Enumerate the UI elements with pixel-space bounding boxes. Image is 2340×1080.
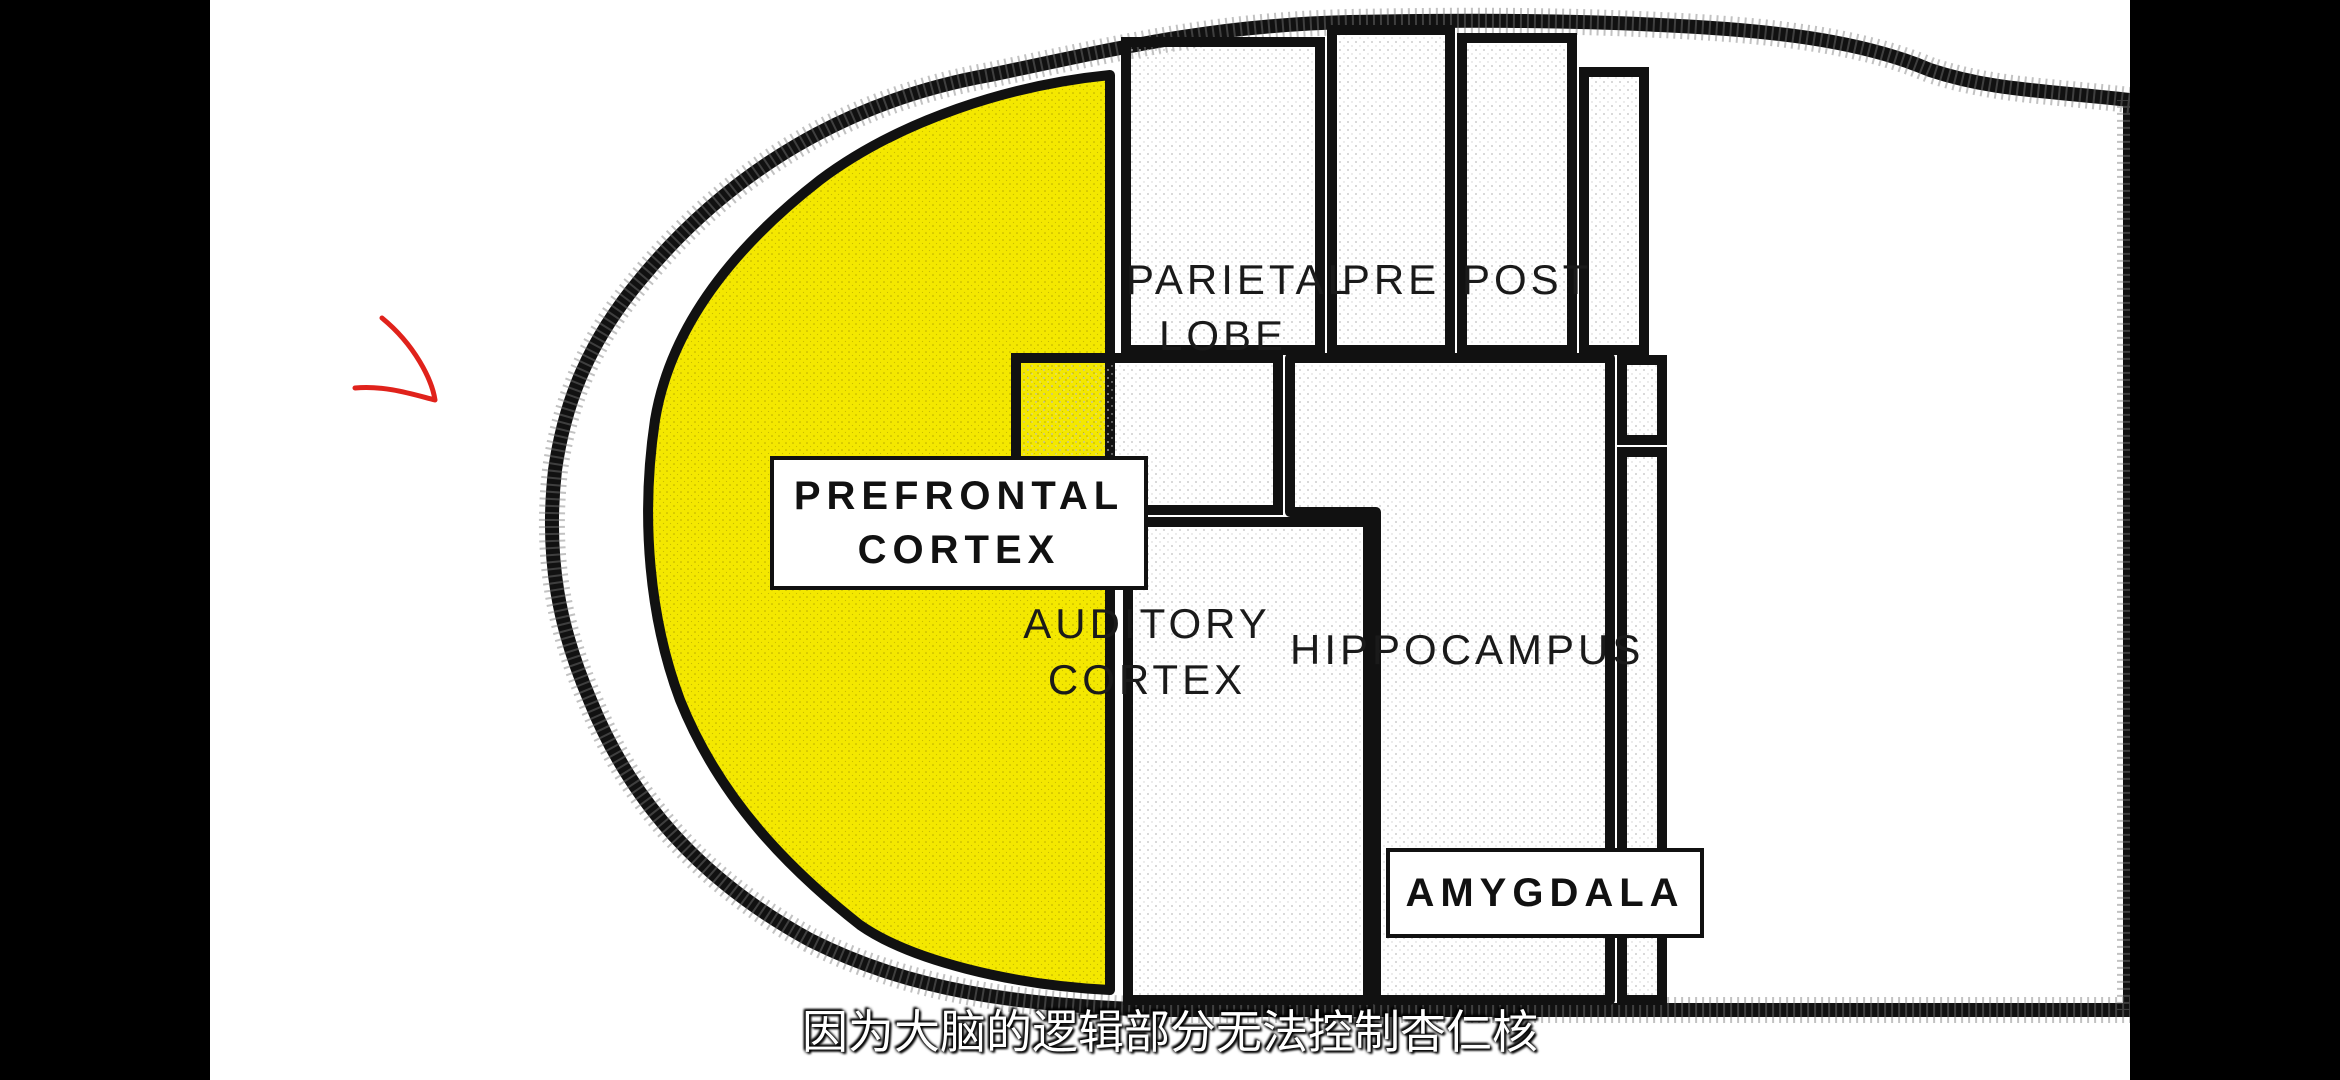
hippocampus-label: HIPPOCAMPUS — [1290, 626, 1645, 673]
annotation-check-mark — [352, 315, 438, 403]
amygdala-label: AMYGDALA — [1386, 848, 1704, 938]
parietal-lobe-region — [1121, 37, 1325, 355]
hippocampus-region — [1285, 353, 1615, 1005]
post-region — [1457, 33, 1577, 355]
pre-region — [1327, 25, 1455, 355]
pre-label: PRE — [1341, 256, 1441, 303]
right-edge-region-top — [1579, 67, 1649, 355]
prefrontal-cortex-label: PREFRONTAL CORTEX — [770, 456, 1148, 590]
amygdala-region — [1123, 517, 1373, 1005]
auditory-cortex-label: AUDITORY CORTEX — [1023, 600, 1271, 703]
right-edge-region-mid — [1617, 355, 1667, 445]
parietal-lobe-label: PARIETAL LOBE — [1126, 256, 1355, 359]
video-frame: PARIETAL LOBE PRE POST AUDITORY CORTEX H… — [210, 0, 2130, 1080]
brain-diagram — [352, 7, 2130, 1023]
video-subtitle: 因为大脑的逻辑部分无法控制杏仁核 — [802, 1005, 1538, 1059]
post-label: POST — [1462, 256, 1593, 303]
brain-rim-shading — [538, 7, 2130, 1023]
